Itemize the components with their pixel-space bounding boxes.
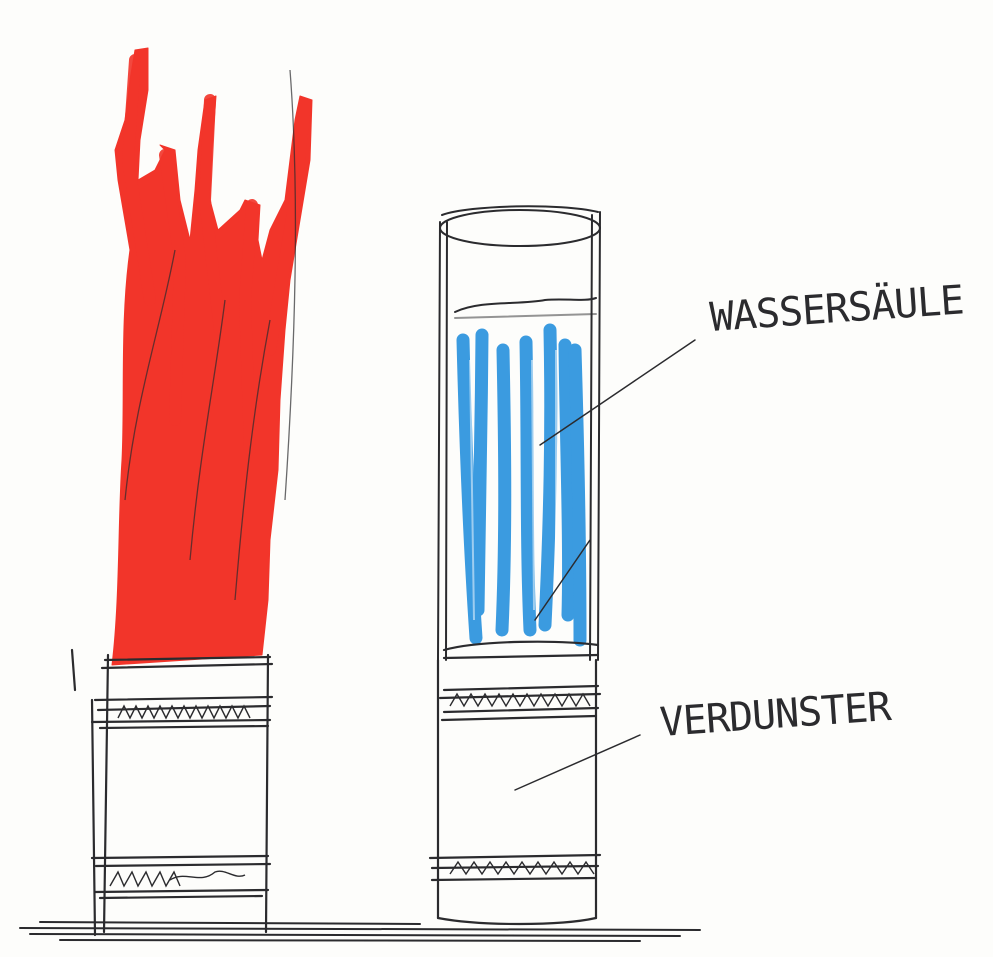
evaporator-band-hatching bbox=[450, 694, 594, 874]
fire-flame bbox=[112, 48, 312, 665]
fire-band-hatching bbox=[110, 706, 250, 886]
evaporator-base bbox=[430, 642, 600, 924]
fire-base-cylinder bbox=[72, 650, 272, 935]
water-columns bbox=[463, 330, 580, 640]
ground-line bbox=[20, 922, 700, 941]
